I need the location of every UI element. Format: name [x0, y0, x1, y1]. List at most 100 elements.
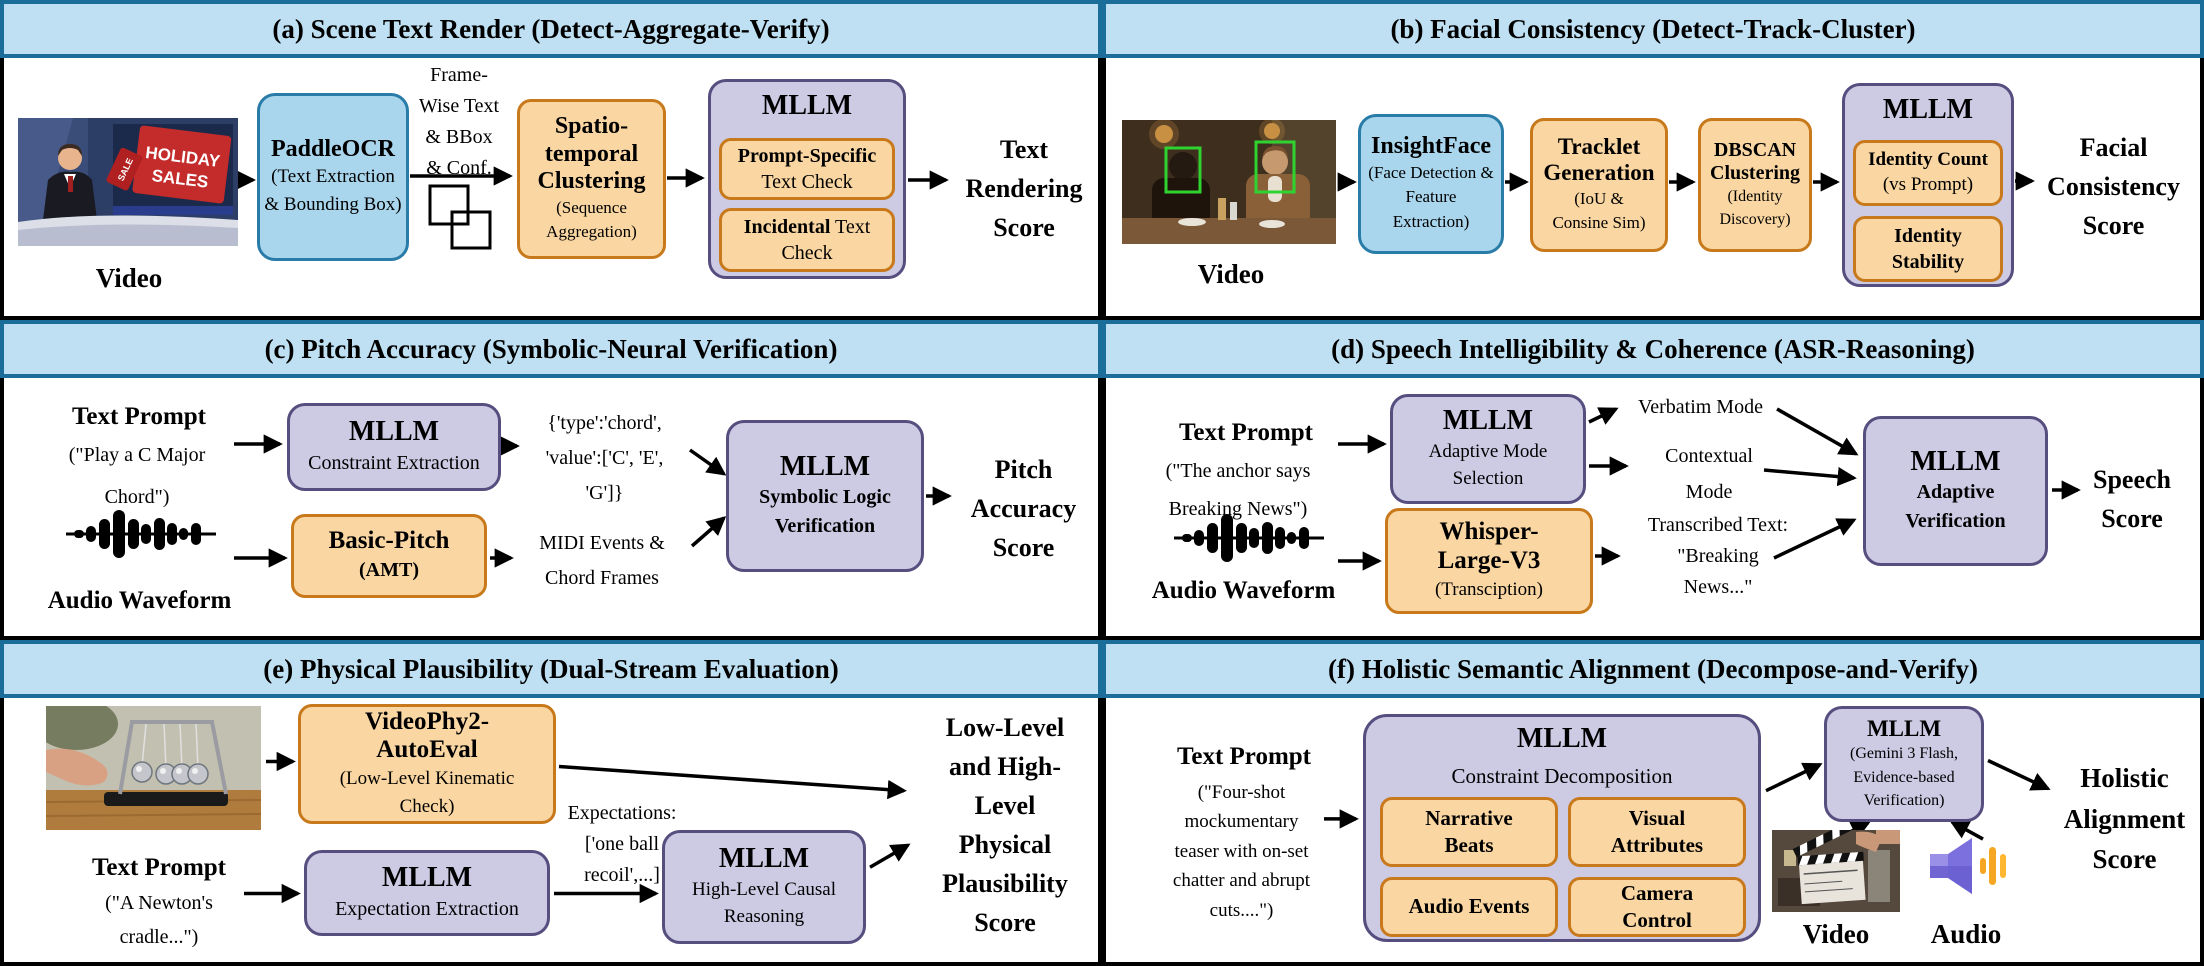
mllm-causal-reasoning-box: MLLM High-Level Causal Reasoning [662, 830, 866, 944]
panel-d-title: (d) Speech Intelligibility & Coherence (… [1331, 333, 1975, 364]
arrow-json-to-verification [688, 448, 727, 476]
dbscan-clustering-box: DBSCAN Clustering (Identity Discovery) [1698, 118, 1812, 252]
face-bbox-left [1164, 146, 1202, 194]
clustering-subtitle: (Sequence Aggregation) [546, 197, 637, 242]
insightface-title: InsightFace [1371, 133, 1491, 160]
panel-b-header: (b) Facial Consistency (Detect-Track-Clu… [1102, 0, 2204, 58]
basic-pitch-title: Basic-Pitch [328, 527, 450, 555]
mllm-av-subtitle: Adaptive Verification [1905, 481, 2006, 533]
panel-c-header: (c) Pitch Accuracy (Symbolic-Neural Veri… [0, 320, 1102, 378]
speech-score-label: Speech Score [2093, 465, 2171, 533]
panel-d-header: (d) Speech Intelligibility & Coherence (… [1102, 320, 2204, 378]
dbscan-title: DBSCAN Clustering [1710, 138, 1800, 184]
mllm-constraint-extraction-box: MLLM Constraint Extraction [287, 403, 501, 491]
tracklet-generation-box: Tracklet Generation (IoU & Consine Sim) [1530, 118, 1668, 252]
bbox-overlap-icon [428, 184, 492, 250]
panel-f-header: (f) Holistic Semantic Alignment (Decompo… [1102, 640, 2204, 698]
panel-physical-plausibility: (e) Physical Plausibility (Dual-Stream E… [0, 640, 1102, 966]
video-input-label: Video [1197, 259, 1265, 289]
panel-c-body: Text Prompt ("Play a C Major Chord") Aud… [0, 378, 1102, 640]
paddleocr-subtitle: (Text Extraction & Bounding Box) [264, 166, 402, 215]
whisper-large-v3-box: Whisper- Large-V3 (Transciption) [1385, 508, 1593, 614]
camera-control-box: Camera Control [1568, 877, 1746, 937]
identity-count-box: Identity Count (vs Prompt) [1853, 140, 2003, 206]
arrow-midi-to-verification [690, 516, 727, 548]
identity-count-rest: (vs Prompt) [1882, 174, 1974, 195]
incidental-text-check-box: Incidental Text Check [719, 208, 895, 272]
mllm-cd-title: MLLM [1516, 723, 1608, 754]
mllm-evidence-verification-box: MLLM (Gemini 3 Flash, Evidence-based Ver… [1824, 706, 1984, 822]
text-prompt-label: Text Prompt [1176, 743, 1312, 770]
mllm-ce-subtitle: Constraint Extraction [308, 451, 480, 474]
paddleocr-box: PaddleOCR (Text Extraction & Bounding Bo… [257, 93, 409, 261]
whisper-title: Whisper- Large-V3 [1437, 518, 1541, 575]
prompt-specific-bold: Prompt-Specific [737, 145, 877, 167]
mllm-title: MLLM [761, 90, 853, 121]
panel-holistic-alignment: (f) Holistic Semantic Alignment (Decompo… [1102, 640, 2204, 966]
pitch-accuracy-score-label: Pitch Accuracy Score [970, 455, 1077, 562]
mllm-ce-title: MLLM [348, 416, 440, 448]
arrow-ams-to-verbatim [1588, 407, 1619, 425]
narrative-beats-text: Narrative Beats [1425, 805, 1513, 857]
videophy-subtitle: (Low-Level Kinematic Check) [339, 768, 515, 817]
face-bbox-right [1254, 140, 1296, 194]
clapperboard-video-thumbnail [1772, 830, 1900, 912]
panel-b-title: (b) Facial Consistency (Detect-Track-Clu… [1390, 13, 1916, 44]
tracklet-title: Tracklet Generation [1543, 133, 1655, 186]
basic-pitch-subtitle: (AMT) [359, 558, 419, 581]
visual-attributes-box: Visual Attributes [1568, 797, 1746, 867]
audio-events-text: Audio Events [1408, 894, 1530, 919]
mllm-hcr-title: MLLM [718, 843, 810, 875]
mllm-text-check-box: MLLM Prompt-Specific Text Check Incident… [708, 79, 906, 279]
physical-plausibility-score-label: Low-Level and High- Level Physical Plaus… [942, 713, 1068, 937]
videophy-title: VideoPhy2- AutoEval [364, 707, 490, 764]
mllm-constraint-decomposition-box: MLLM Constraint Decomposition Narrative … [1363, 714, 1761, 942]
facial-consistency-score-label: Facial Consistency Score [2047, 133, 2180, 240]
prompt-quote: ("The anchor says Breaking News") [1165, 460, 1311, 520]
arrow-causal-reasoning-to-score [869, 843, 911, 869]
mllm-cd-subtitle: Constraint Decomposition [1451, 764, 1673, 788]
text-rendering-score-label: Text Rendering Score [965, 135, 1083, 242]
panel-e-title: (e) Physical Plausibility (Dual-Stream E… [263, 653, 839, 684]
expectations-label: Expectations: ['one ball recoil',...] [567, 802, 677, 886]
news-anchor-video-thumbnail: HOLIDAY SALES SALE [18, 118, 238, 246]
camera-control-text: Camera Control [1620, 880, 1694, 932]
mllm-adaptive-verification-box: MLLM Adaptive Verification [1863, 416, 2048, 566]
panel-c-title: (c) Pitch Accuracy (Symbolic-Neural Veri… [264, 333, 838, 364]
panel-a-title: (a) Scene Text Render (Detect-Aggregate-… [272, 13, 830, 44]
panel-f-title: (f) Holistic Semantic Alignment (Decompo… [1328, 653, 1978, 684]
arrow-videophy-to-score [558, 764, 907, 800]
waveform-icon [66, 510, 216, 558]
panel-d-body: Text Prompt ("The anchor says Breaking N… [1102, 378, 2204, 640]
panel-e-body: Text Prompt ("A Newton's cradle...") Vid… [0, 698, 1102, 966]
incidental-bold: Incidental [743, 216, 831, 238]
mllm-slv-title: MLLM [779, 450, 871, 482]
tracklet-subtitle: (IoU & Consine Sim) [1552, 188, 1646, 233]
whisper-subtitle: (Transciption) [1434, 578, 1544, 600]
mllm-identity-box: MLLM Identity Count (vs Prompt) Identity… [1842, 83, 2014, 287]
mllm-ver-subtitle: (Gemini 3 Flash, Evidence-based Verifica… [1850, 745, 1958, 809]
insightface-box: InsightFace (Face Detection & Feature Ex… [1358, 114, 1504, 254]
panel-e-header: (e) Physical Plausibility (Dual-Stream E… [0, 640, 1102, 698]
identity-count-bold: Identity Count [1868, 149, 1988, 171]
arrow-verification-to-score [1987, 758, 2051, 791]
prompt-quote: ("A Newton's cradle...") [105, 892, 213, 948]
spatiotemporal-clustering-box: Spatio- temporal Clustering (Sequence Ag… [517, 99, 666, 259]
panel-f-body: Text Prompt ("Four-shot mockumentary tea… [1102, 698, 2204, 966]
narrative-beats-box: Narrative Beats [1380, 797, 1558, 867]
audio-input-label: Audio [1930, 919, 2002, 949]
mllm-adaptive-mode-selection-box: MLLM Adaptive Mode Selection [1390, 394, 1586, 504]
identity-stability-text: Identity Stability [1891, 225, 1965, 273]
chord-json-output: {'type':'chord', 'value':['C', 'E', 'G']… [545, 412, 664, 504]
arrow-contextual-to-verification [1763, 466, 1857, 487]
paddleocr-title: PaddleOCR [270, 135, 395, 162]
clustering-title: Spatio- temporal Clustering [537, 112, 646, 195]
audio-events-box: Audio Events [1380, 877, 1558, 937]
mllm-hcr-subtitle: High-Level Causal Reasoning [691, 878, 837, 928]
text-prompt-label: Text Prompt [71, 403, 207, 430]
prompt-quote: ("Play a C Major Chord") [68, 444, 206, 508]
waveform-icon [1174, 514, 1324, 562]
transcribed-text-label: Transcribed Text: "Breaking News..." [1647, 514, 1789, 598]
panel-a-body: HOLIDAY SALES SALE Video PaddleOCR [0, 58, 1102, 320]
cafe-video-thumbnail [1122, 120, 1336, 244]
